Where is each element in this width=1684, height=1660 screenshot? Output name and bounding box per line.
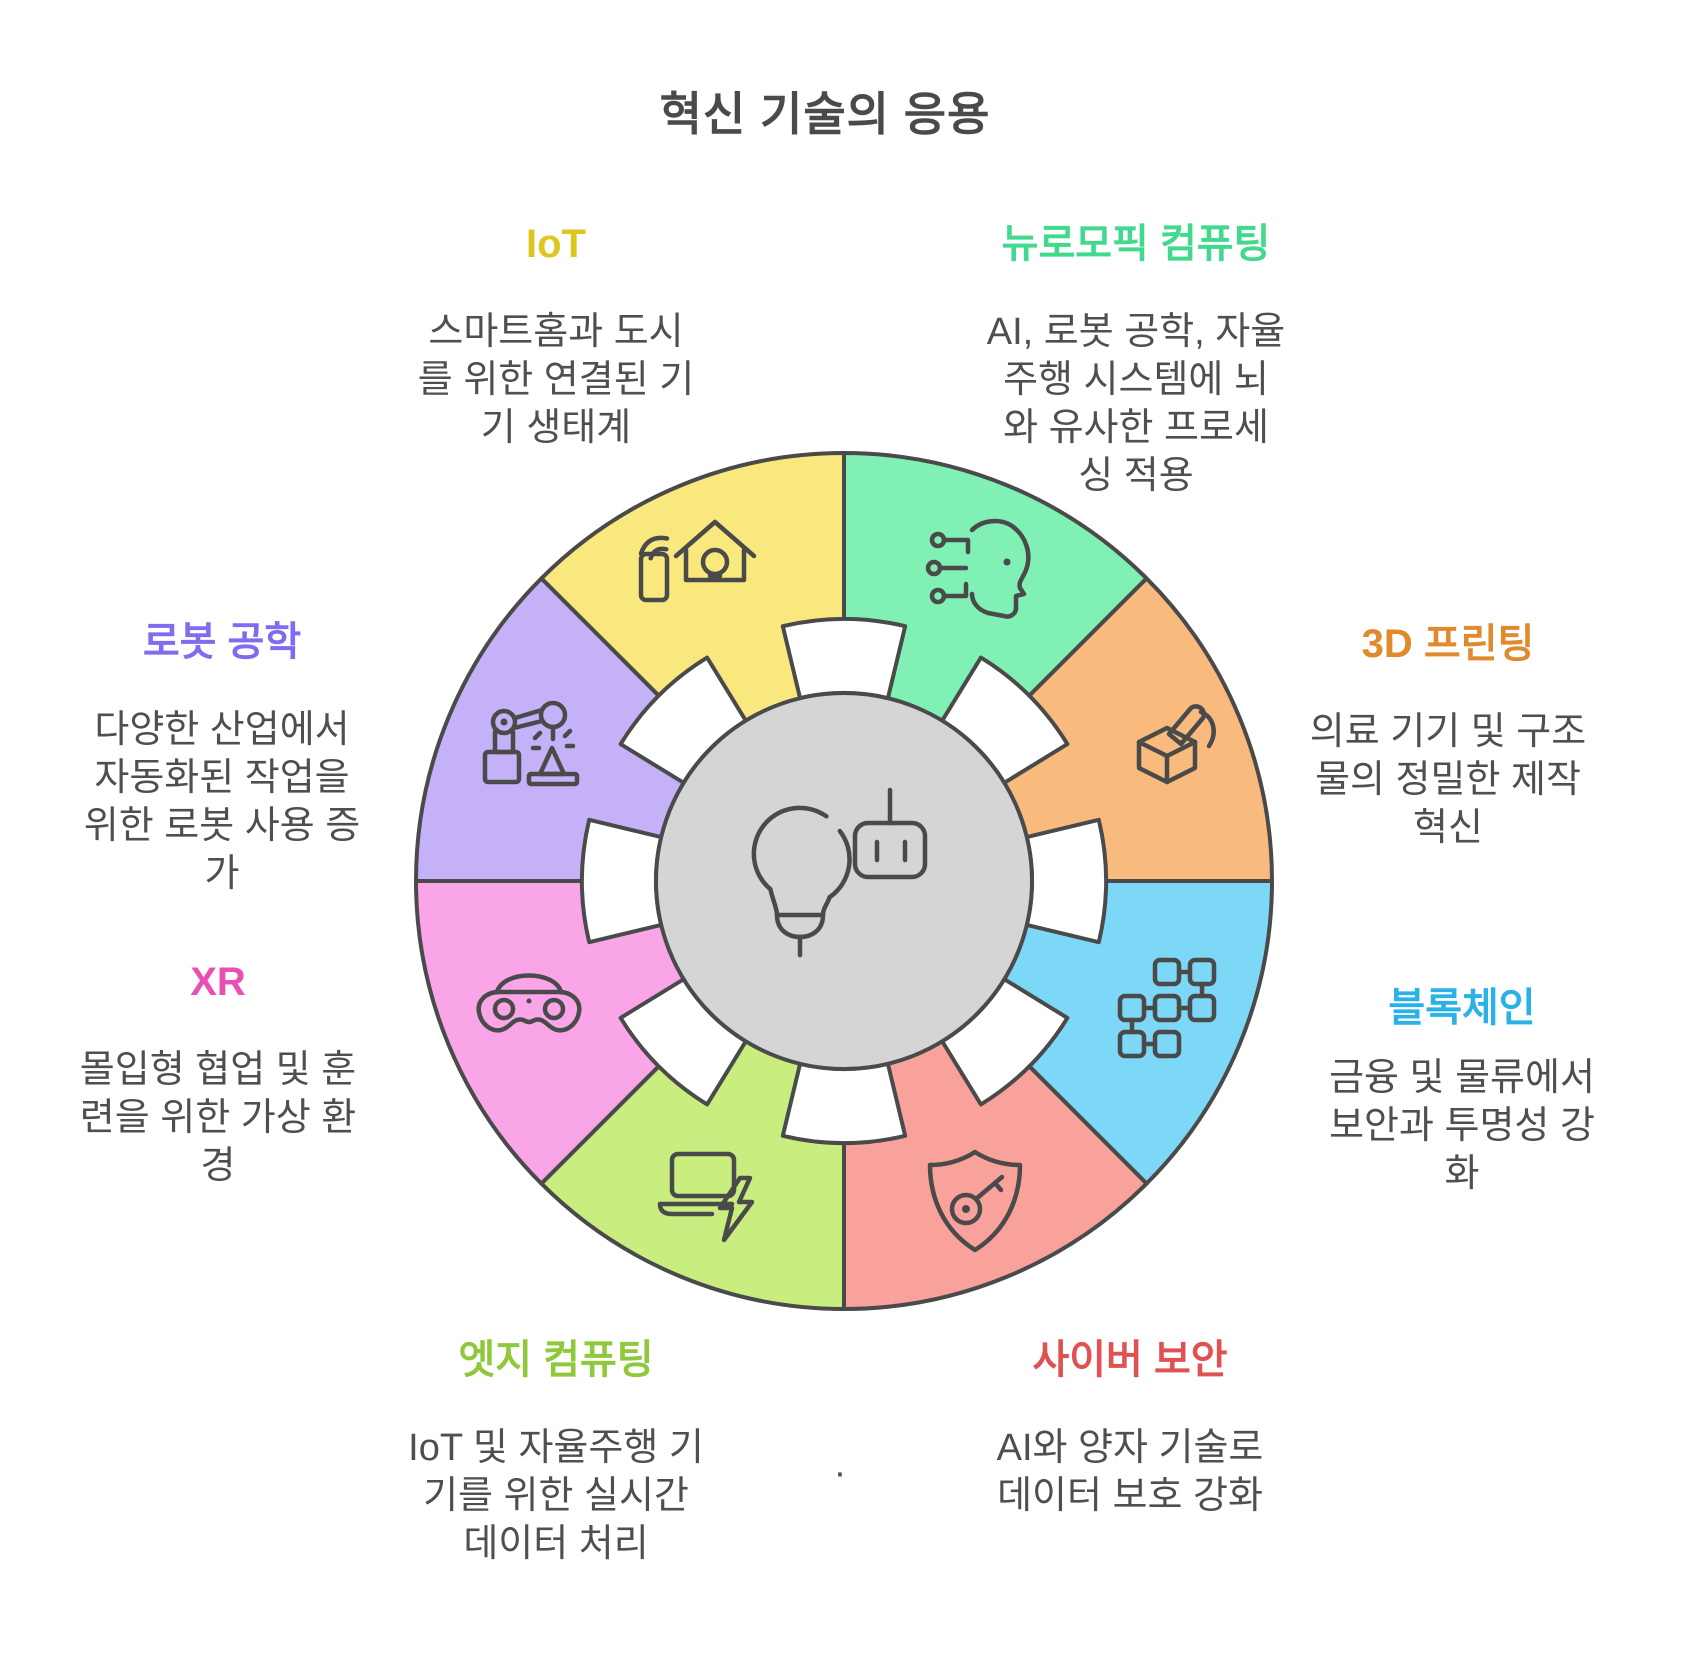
segment-title-neuromorphic: 뉴로모픽 컴퓨팅 [1001,222,1271,266]
page-title: 혁신 기술의 응용 [659,88,991,140]
linked-blocks-icon [1117,957,1217,1059]
notch-wedge [780,1061,908,1146]
segment-title-robotics: 로봇 공학 [142,620,302,664]
notch-wedge [1024,817,1109,945]
segment-title-xr: XR [190,960,246,1004]
notch-wedge [579,817,664,945]
robot-arm-icon [482,700,580,787]
segment-title-edge-computing: 엣지 컴퓨팅 [458,1338,654,1382]
brain-circuit-head-icon [925,518,1031,619]
lightbulb-icon [751,805,852,958]
vr-headset-icon [476,973,582,1033]
wheel-notches [579,616,1109,1146]
separator-dot: · [833,1452,847,1494]
segment-title-iot: IoT [526,222,586,266]
segment-title-blockchain: 블록체인 [1388,986,1536,1030]
shield-key-icon [927,1149,1023,1253]
segment-title-3d-printing: 3D 프린팅 [1361,622,1535,666]
robot-head-icon [852,787,928,880]
laptop-bolt-icon [657,1151,755,1243]
smart-home-phone-icon [638,519,757,603]
printer-pen-cube-icon [1136,704,1216,785]
notch-wedge [780,616,908,701]
segment-title-cybersecurity: 사이버 보안 [1032,1338,1228,1382]
